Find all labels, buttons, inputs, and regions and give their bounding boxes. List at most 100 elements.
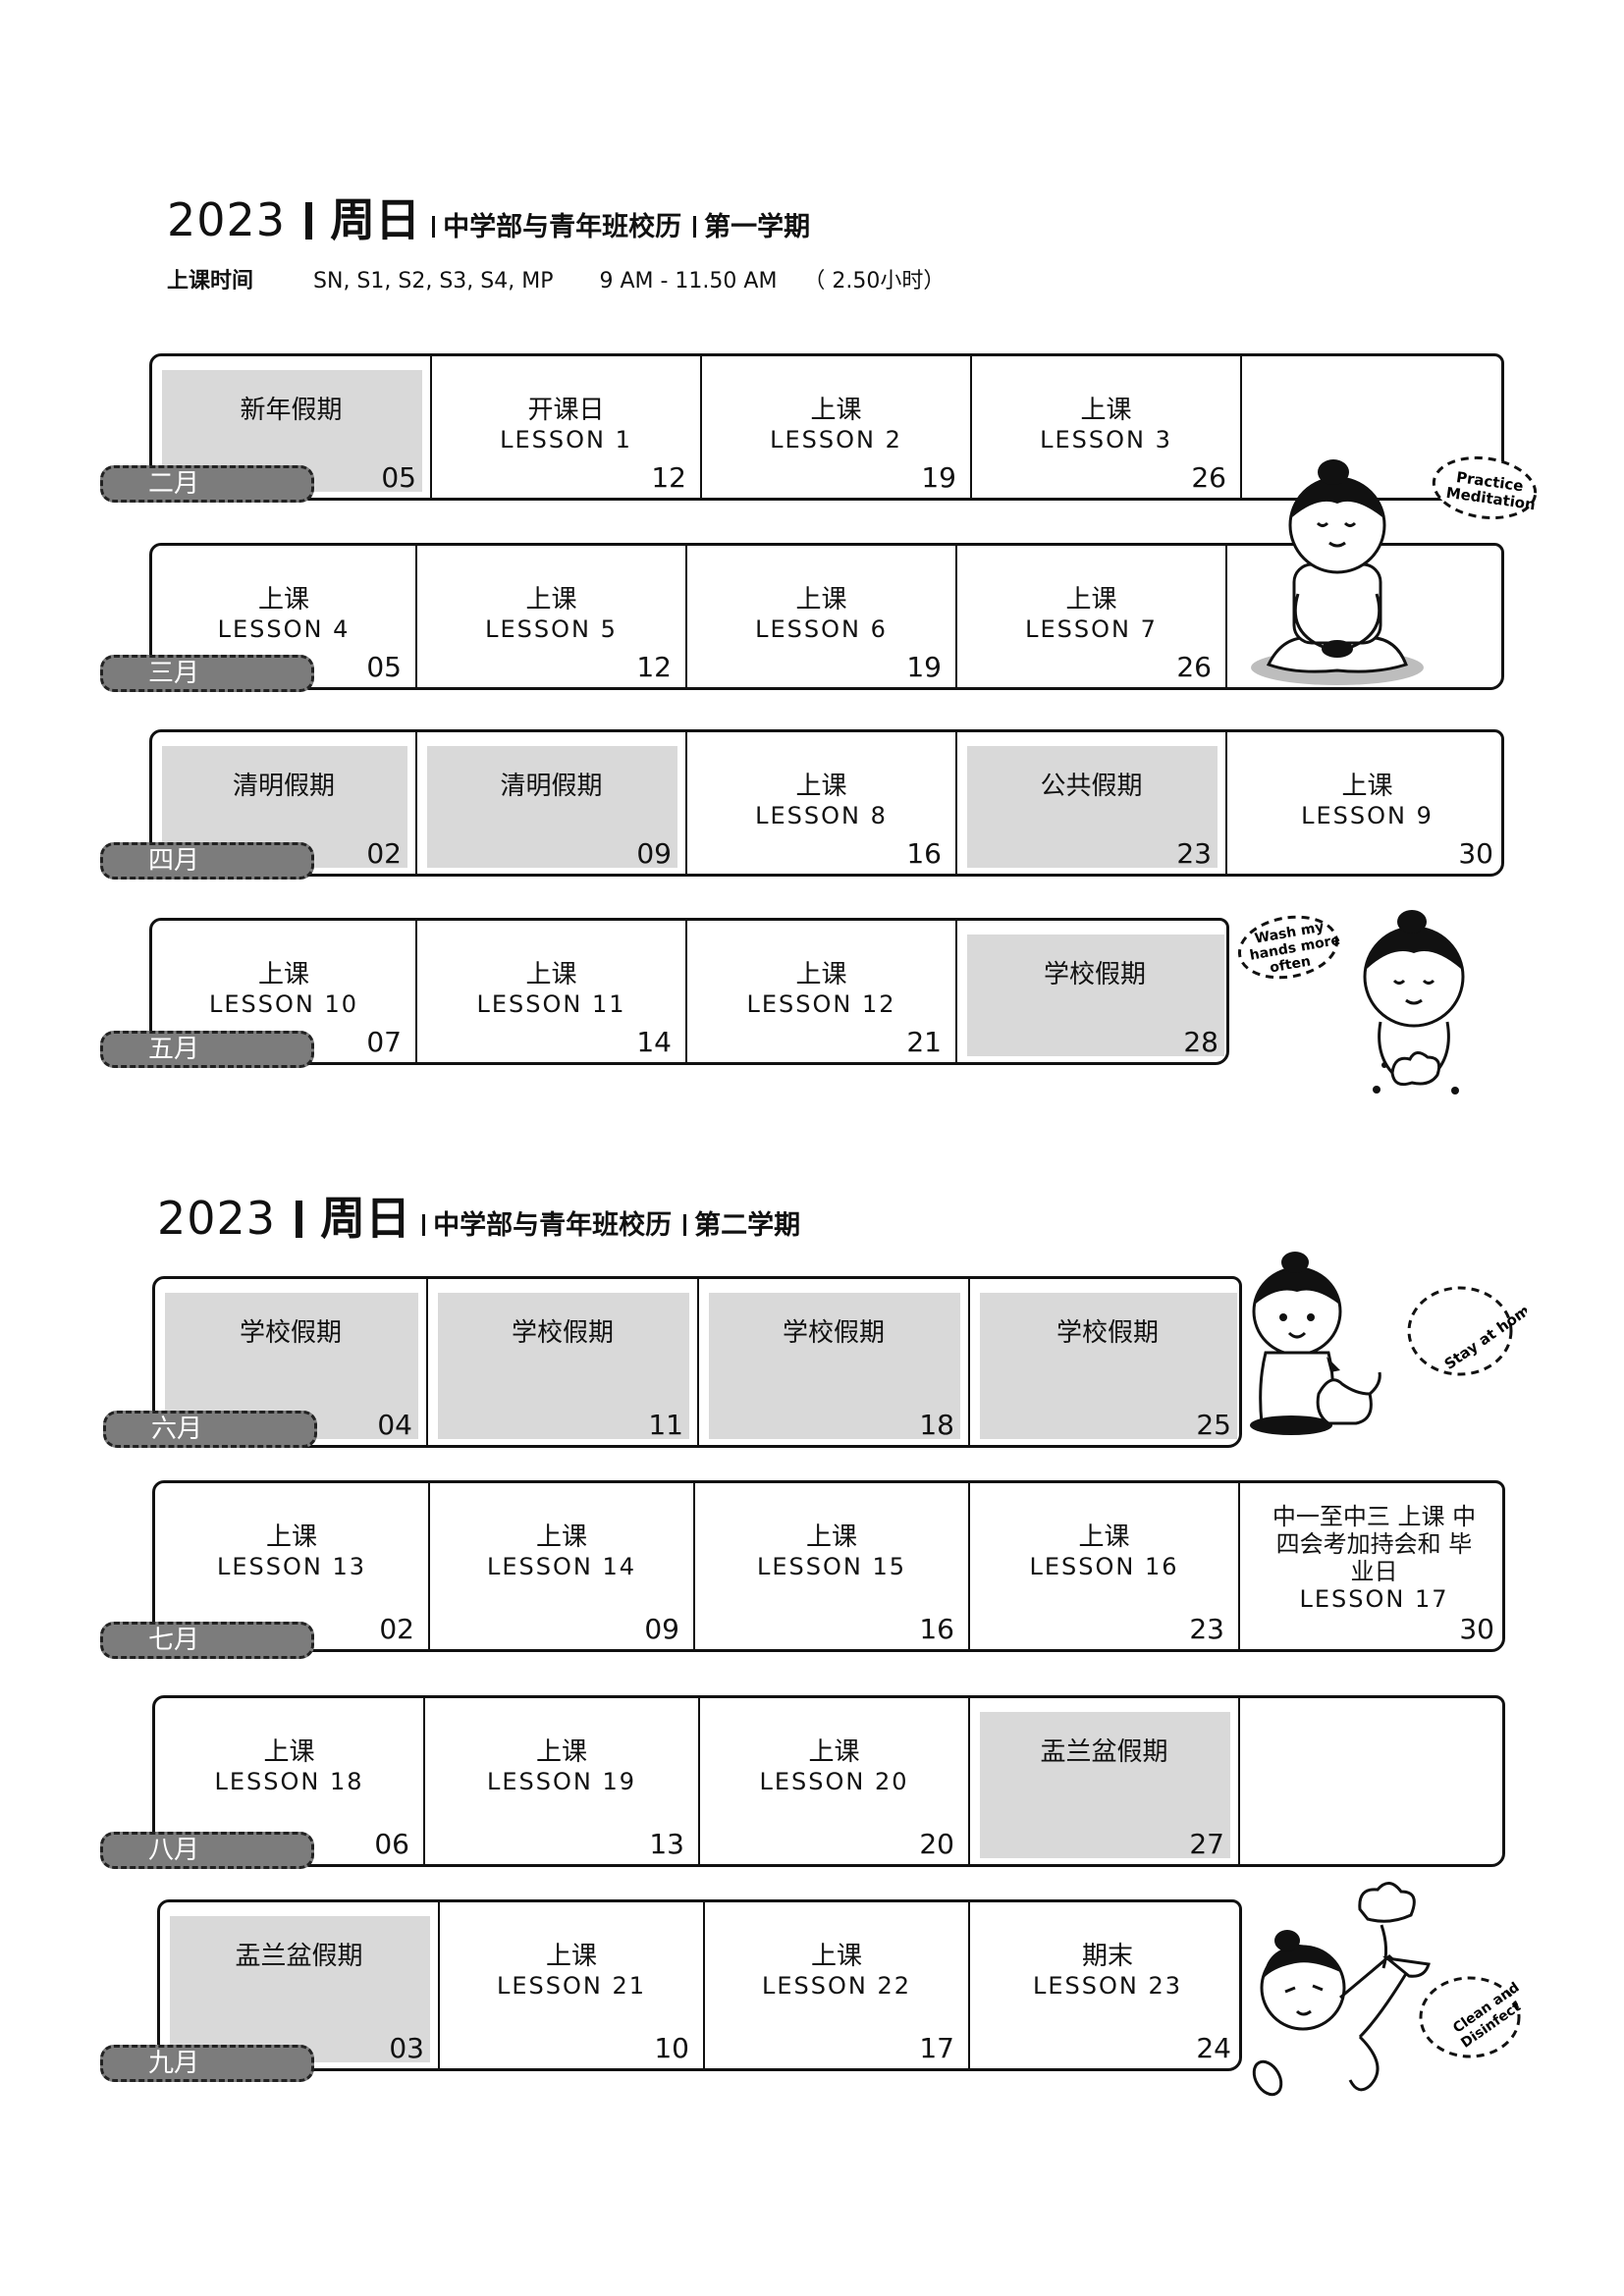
cell-label: 学校假期 xyxy=(428,1318,697,1348)
cell-label-zh: 学校假期 xyxy=(1043,960,1146,989)
cell-date: 02 xyxy=(366,837,402,870)
cell-label-zh: 上课 xyxy=(1080,396,1132,425)
divider xyxy=(432,216,436,238)
divider xyxy=(693,216,697,238)
cell-label: 学校假期 xyxy=(155,1318,426,1348)
cell-label-zh: 学校假期 xyxy=(239,1318,342,1348)
cell-label-lesson: LESSON 1 xyxy=(500,426,632,454)
cell-label: 盂兰盆假期 xyxy=(970,1737,1238,1767)
holiday-shade xyxy=(980,1712,1230,1858)
cell-date: 04 xyxy=(377,1409,412,1441)
cell-label-lesson: LESSON 7 xyxy=(1025,615,1158,643)
cell-label-zh: 学校假期 xyxy=(782,1318,885,1348)
cell-label-lesson: LESSON 5 xyxy=(485,615,618,643)
cell-date: 19 xyxy=(906,651,942,683)
cell-label-lesson: LESSON 13 xyxy=(216,1553,366,1580)
cell-date: 23 xyxy=(1176,837,1212,870)
cell-label-lesson: LESSON 20 xyxy=(759,1768,909,1795)
month-tag: 八月 xyxy=(100,1832,314,1869)
cell-label-lesson: LESSON 19 xyxy=(486,1768,636,1795)
cell-label: 公共假期 xyxy=(957,772,1225,801)
term1-year: 2023 xyxy=(167,193,287,246)
cell-date: 26 xyxy=(1176,651,1212,683)
cell-label-zh: 上课 xyxy=(1078,1522,1130,1552)
cell-label-lesson: LESSON 8 xyxy=(755,802,888,829)
cell-label: 学校假期 xyxy=(970,1318,1245,1348)
cell-label-lesson: LESSON 2 xyxy=(770,426,902,454)
cell-date: 21 xyxy=(906,1026,942,1058)
holiday-shade xyxy=(967,746,1218,868)
cell-label: 学校假期 xyxy=(699,1318,968,1348)
cell-label-zh: 期末 xyxy=(1081,1942,1133,1971)
cell-date: 23 xyxy=(1189,1613,1224,1645)
divider xyxy=(422,1214,426,1236)
cell-label-lesson: LESSON 4 xyxy=(217,615,351,643)
month-tag: 五月 xyxy=(100,1031,314,1068)
cell-label-lesson: LESSON 22 xyxy=(761,1972,911,2000)
cell-label-zh: 上课 xyxy=(263,1737,315,1767)
cell-date: 05 xyxy=(381,461,416,494)
term2-day: 周日 xyxy=(320,1192,411,1245)
cell-date: 20 xyxy=(919,1828,954,1860)
cell-label-zh: 盂兰盆假期 xyxy=(235,1942,363,1971)
cell-label-zh: 上课 xyxy=(525,960,577,989)
cell-label-zh: 开课日 xyxy=(527,396,605,425)
cell-label-zh: 清明假期 xyxy=(500,772,603,801)
class-list: SN, S1, S2, S3, S4, MP xyxy=(313,269,554,294)
cell-label-zh: 上课 xyxy=(257,585,309,614)
class-time-label: 上课时间 xyxy=(167,269,254,294)
month-tag: 九月 xyxy=(100,2045,314,2082)
cell-date: 16 xyxy=(919,1613,954,1645)
holiday-shade xyxy=(170,1916,430,2062)
holiday-shade xyxy=(967,934,1224,1056)
cell-label-zh: 学校假期 xyxy=(1056,1318,1159,1348)
cell-label-zh: 上课 xyxy=(1065,585,1117,614)
term2-term: 第二学期 xyxy=(694,1210,801,1241)
term2-heading: 2023 周日 中学部与青年班校历 第二学期 xyxy=(157,1183,800,1248)
cell-date: 11 xyxy=(648,1409,683,1441)
term2-year: 2023 xyxy=(157,1192,277,1245)
cell-date: 12 xyxy=(651,461,686,494)
meditation-illustration: Practice Meditation xyxy=(1251,455,1538,685)
cell-label-lesson: LESSON 23 xyxy=(1032,1972,1182,2000)
cell-date: 19 xyxy=(921,461,956,494)
cell-label-zh: 上课 xyxy=(257,960,309,989)
cell-label-zh: 新年假期 xyxy=(240,396,343,425)
cell-label-zh: 上课 xyxy=(795,960,847,989)
cell-label: 清明假期 xyxy=(417,772,685,801)
cell-label-zh: 上课 xyxy=(805,1522,857,1552)
cell-date: 25 xyxy=(1196,1409,1231,1441)
